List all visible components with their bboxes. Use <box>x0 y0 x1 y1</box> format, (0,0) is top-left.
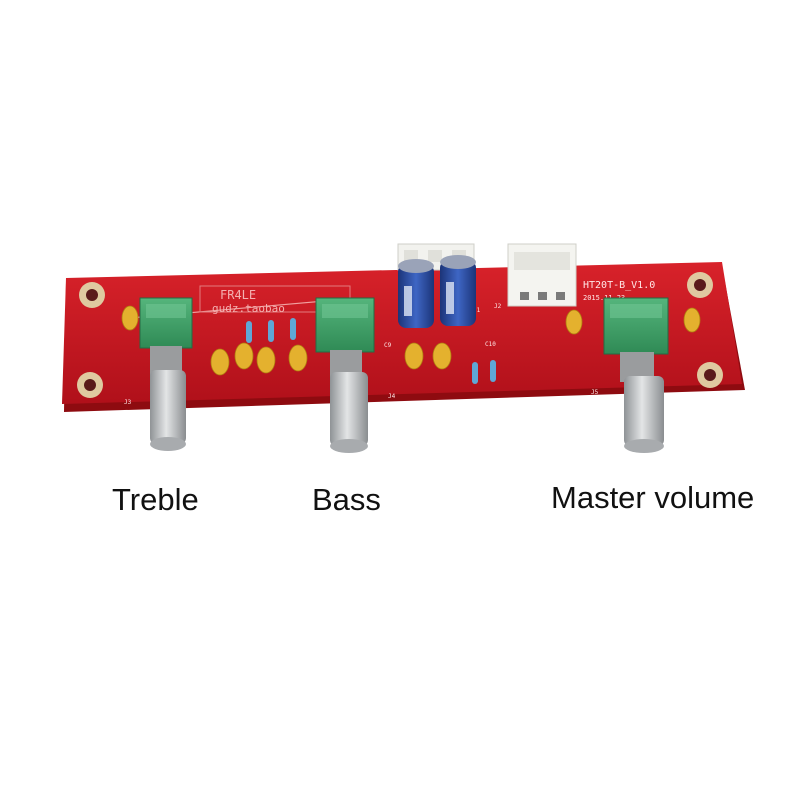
silkscreen-ref-j1: J1 <box>473 307 481 314</box>
silkscreen-model: HT20T-B_V1.0 <box>583 280 655 291</box>
resistor-group <box>246 318 496 384</box>
silkscreen-ref-j4: J4 <box>388 393 396 400</box>
potentiometer-bass <box>315 297 375 453</box>
electrolytic-capacitor-1 <box>398 259 434 328</box>
label-master-volume: Master volume <box>551 480 755 515</box>
silkscreen-ref-c10: C10 <box>485 341 496 348</box>
silkscreen-ref-j5: J5 <box>591 389 599 396</box>
label-treble: Treble <box>112 482 199 517</box>
connector-right <box>507 243 577 307</box>
mounting-hole-bottom-right <box>697 362 723 388</box>
potentiometer-master-volume <box>603 297 669 453</box>
mounting-hole-top-right <box>687 272 713 298</box>
potentiometer-treble <box>139 297 193 451</box>
silkscreen-ref-j2: J2 <box>494 303 502 310</box>
electrolytic-capacitor-2 <box>440 255 476 326</box>
mounting-hole-bottom-left <box>77 372 103 398</box>
silkscreen-logo-bottom: gudz.taobao <box>212 302 285 315</box>
tantalum-capacitors <box>121 305 701 376</box>
label-bass: Bass <box>312 482 381 517</box>
mounting-hole-top-left <box>79 282 105 308</box>
silkscreen-ref-j3: J3 <box>124 399 132 406</box>
silkscreen-ref-c9: C9 <box>384 342 392 349</box>
silkscreen-logo-top: FR4LE <box>220 288 256 302</box>
